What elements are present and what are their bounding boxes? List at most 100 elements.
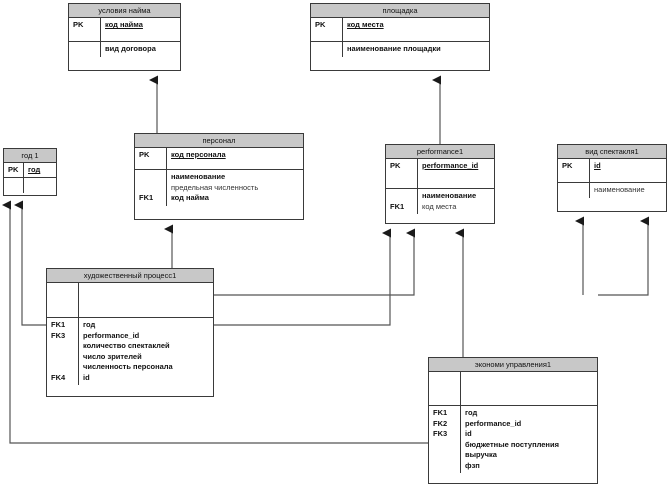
entity-attribute-hudozhestvennyy-process1-1-4: численность персонала <box>83 362 173 371</box>
entity-attribute-usloviya-nayma-0-0: код найма <box>105 20 143 29</box>
entity-title-ekonomi-upravleniya1: экономи управления1 <box>429 358 597 372</box>
entity-attrcolumn-ploshchadka-0: код места <box>343 18 489 41</box>
entity-keycolumn-god1-1 <box>4 178 24 193</box>
entity-section-hudozhestvennyy-process1-0 <box>47 283 213 318</box>
entity-attribute-personal-1-0: наименование <box>171 172 226 181</box>
entity-attrcolumn-god1-1 <box>24 178 56 193</box>
entity-section-vid-spektaklya1-1: наименование <box>558 183 666 198</box>
entity-section-god1-0: PK год <box>4 163 56 178</box>
entity-key-performance1-1-1: FK1 <box>390 201 405 211</box>
entity-key-hudozhestvennyy-process1-1-5: FK4 <box>51 372 66 382</box>
entity-attrcolumn-usloviya-nayma-0: код найма <box>101 18 180 41</box>
entity-key-ekonomi-upravleniya1-1-1: FK2 <box>433 418 448 428</box>
entity-keycolumn-performance1-0: PK <box>386 159 418 188</box>
relationship-hp1-to-performance1 <box>214 228 415 296</box>
entity-attribute-hudozhestvennyy-process1-1-1: performance_id <box>83 330 140 340</box>
entity-section-performance1-0: PK performance_id <box>386 159 494 189</box>
entity-god1[interactable]: год 1 PK год <box>3 148 57 196</box>
entity-attrcolumn-ploshchadka-1: наименование площадки <box>343 42 489 57</box>
entity-attribute-hudozhestvennyy-process1-1-2: количество спектаклей <box>83 341 170 350</box>
entity-attrcolumn-ekonomi-upravleniya1-0 <box>461 372 597 405</box>
entity-attribute-vid-spektaklya1-0-0: id <box>594 161 601 170</box>
entity-attribute-hudozhestvennyy-process1-1-3: число зрителей <box>83 351 142 361</box>
entity-attribute-ekonomi-upravleniya1-1-0: год <box>465 408 478 417</box>
entity-section-ekonomi-upravleniya1-0 <box>429 372 597 406</box>
entity-attribute-personal-1-2: код найма <box>171 193 209 202</box>
entity-title-personal: персонал <box>135 134 303 148</box>
entity-section-ploshchadka-1: наименование площадки <box>311 42 489 57</box>
entity-key-ploshchadka-0-0: PK <box>315 20 326 29</box>
entity-key-performance1-0-0: PK <box>390 161 401 170</box>
entity-key-vid-spektaklya1-0-0: PK <box>562 161 573 170</box>
entity-attribute-ekonomi-upravleniya1-1-1: performance_id <box>465 418 522 428</box>
entity-section-god1-1 <box>4 178 56 193</box>
relationship-eu1-to-vidspektaklya1 <box>598 216 649 296</box>
entity-title-usloviya-nayma: условия найма <box>69 4 180 18</box>
entity-attribute-ploshchadka-1-0: наименование площадки <box>347 44 441 53</box>
entity-attribute-hudozhestvennyy-process1-1-0: год <box>83 320 96 329</box>
entity-keycolumn-performance1-1: FK1 <box>386 189 418 214</box>
entity-attrcolumn-vid-spektaklya1-0: id <box>590 159 666 182</box>
relationship-hp1-to-vidspektaklya1 <box>214 228 391 326</box>
relationship-eu1-to-god1 <box>2 200 428 444</box>
relationship-hp1-to-god1 <box>14 200 46 326</box>
entity-keycolumn-vid-spektaklya1-1 <box>558 183 590 198</box>
entity-attribute-vid-spektaklya1-1-0: наименование <box>594 185 645 194</box>
entity-attribute-ploshchadka-0-0: код места <box>347 20 384 29</box>
entity-key-personal-1-2: FK1 <box>139 193 154 202</box>
entity-attribute-ekonomi-upravleniya1-1-3: бюджетные поступления <box>465 439 559 449</box>
entity-attribute-personal-0-0: код персонала <box>171 150 226 159</box>
entity-attribute-ekonomi-upravleniya1-1-5: фзп <box>465 460 480 470</box>
entity-keycolumn-usloviya-nayma-0: PK <box>69 18 101 41</box>
entity-keycolumn-personal-1: FK1 <box>135 170 167 206</box>
entity-section-usloviya-nayma-1: вид договора <box>69 42 180 57</box>
entity-keycolumn-vid-spektaklya1-0: PK <box>558 159 590 182</box>
entity-key-personal-0-0: PK <box>139 150 150 159</box>
entity-title-hudozhestvennyy-process1: художественный процесс1 <box>47 269 213 283</box>
entity-attribute-god1-0-0: год <box>28 165 41 174</box>
entity-section-ploshchadka-0: PK код места <box>311 18 489 42</box>
entity-attrcolumn-usloviya-nayma-1: вид договора <box>101 42 180 57</box>
entity-key-god1-0-0: PK <box>8 165 19 174</box>
entity-title-ploshchadka: площадка <box>311 4 489 18</box>
entity-attribute-performance1-1-0: наименование <box>422 191 477 200</box>
entity-attribute-performance1-0-0: performance_id <box>422 161 479 170</box>
entity-keycolumn-god1-0: PK <box>4 163 24 177</box>
entity-attrcolumn-personal-0: код персонала <box>167 148 303 169</box>
entity-attribute-ekonomi-upravleniya1-1-2: id <box>465 429 472 438</box>
entity-title-god1: год 1 <box>4 149 56 163</box>
entity-attribute-hudozhestvennyy-process1-0-0 <box>83 285 210 296</box>
entity-title-performance1: performance1 <box>386 145 494 159</box>
entity-attribute-ekonomi-upravleniya1-0-0 <box>465 374 594 385</box>
entity-key-usloviya-nayma-0-0: PK <box>73 20 84 29</box>
entity-title-vid-spektaklya1: вид спектакля1 <box>558 145 666 159</box>
entity-attribute-performance1-1-1: код места <box>422 201 457 211</box>
entity-key-ekonomi-upravleniya1-1-2: FK3 <box>433 429 448 438</box>
entity-keycolumn-ploshchadka-1 <box>311 42 343 57</box>
entity-attribute-personal-1-1: предельная численность <box>171 182 259 192</box>
entity-keycolumn-usloviya-nayma-1 <box>69 42 101 57</box>
entity-section-personal-0: PK код персонала <box>135 148 303 170</box>
entity-key-hudozhestvennyy-process1-1-1: FK3 <box>51 330 66 340</box>
entity-attribute-hudozhestvennyy-process1-1-5: id <box>83 372 90 382</box>
entity-attrcolumn-performance1-0: performance_id <box>418 159 494 188</box>
